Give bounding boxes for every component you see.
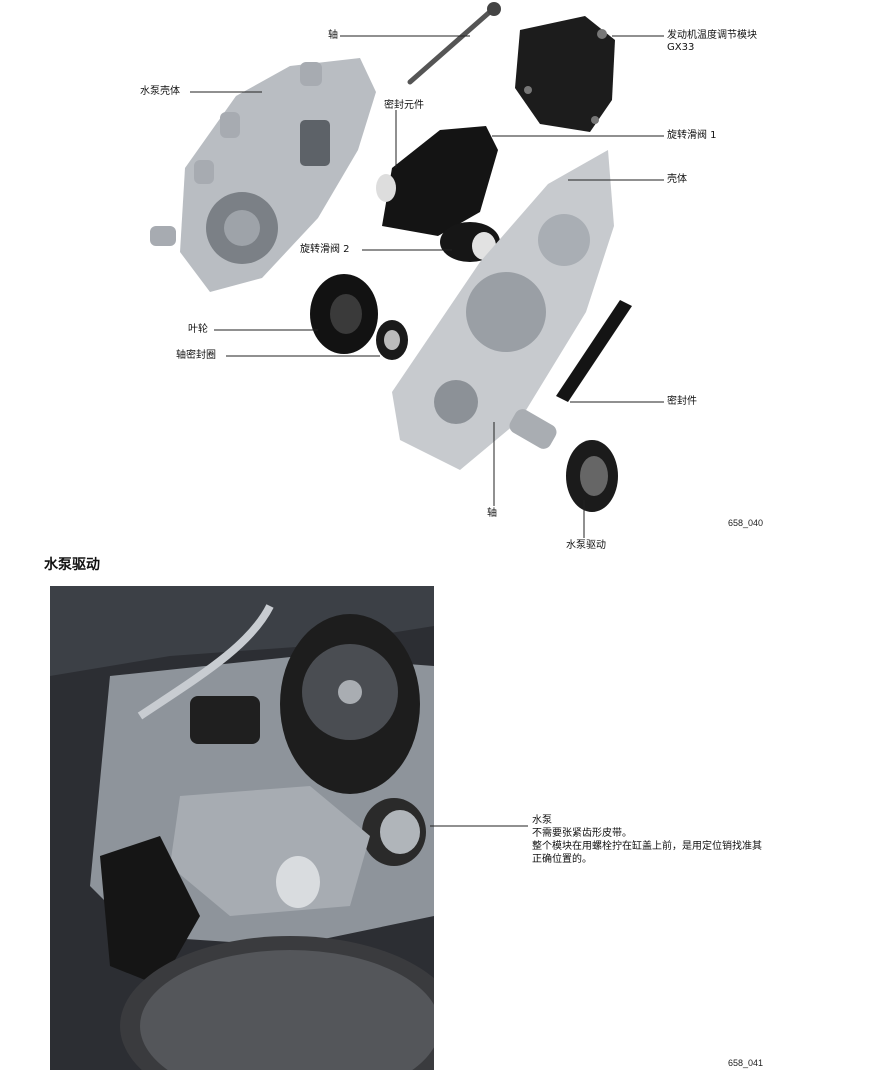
figure-id-exploded: 658_040 [728, 518, 764, 528]
label-impeller: 叶轮 [188, 324, 208, 335]
label-shaft-seal: 轴密封圈 [176, 350, 216, 361]
figure-id-photo: 658_041 [728, 1058, 764, 1068]
control-module-part [515, 16, 615, 132]
label-rotary-valve-2: 旋转滑阀 2 [300, 244, 350, 255]
pump-line-3: 正确位置的。 [532, 854, 592, 865]
label-control-module: 发动机温度调节模块 [667, 30, 757, 41]
gasket-part [556, 300, 632, 402]
impeller-part [310, 274, 378, 354]
drive-sprocket-part [566, 440, 618, 512]
pump-line-2: 整个模块在用螺栓拧在缸盖上前，是用定位销找准其 [532, 841, 762, 852]
label-rotary-valve-1: 旋转滑阀 1 [667, 130, 717, 141]
shaft-top-part [407, 2, 501, 85]
pump-line-1: 不需要张紧齿形皮带。 [532, 828, 632, 839]
main-housing-part [392, 150, 614, 470]
pump-description: 水泵 不需要张紧齿形皮带。 整个模块在用螺栓拧在缸盖上前，是用定位销找准其 正确… [532, 814, 762, 866]
engine-photo [50, 586, 434, 1070]
label-shaft-top: 轴 [328, 30, 338, 41]
shaft-bottom-part [509, 409, 557, 449]
section-title: 水泵驱动 [44, 557, 100, 573]
label-gasket: 密封件 [667, 396, 697, 407]
rotary-valve-1-part [376, 126, 498, 236]
pump-title: 水泵 [532, 815, 552, 826]
label-shaft-bottom: 轴 [487, 508, 497, 519]
leader-lines [190, 35, 664, 538]
label-housing: 壳体 [667, 174, 687, 185]
water-pump-housing-part [150, 58, 376, 292]
label-seal-element: 密封元件 [384, 100, 424, 111]
label-pump-drive: 水泵驱动 [566, 540, 606, 551]
label-pump-housing: 水泵壳体 [140, 86, 180, 97]
shaft-seal-ring-part [376, 320, 408, 360]
label-control-module-code: GX33 [667, 42, 695, 53]
engine-photo-drawing [50, 586, 434, 1070]
exploded-parts-drawing [150, 2, 664, 538]
